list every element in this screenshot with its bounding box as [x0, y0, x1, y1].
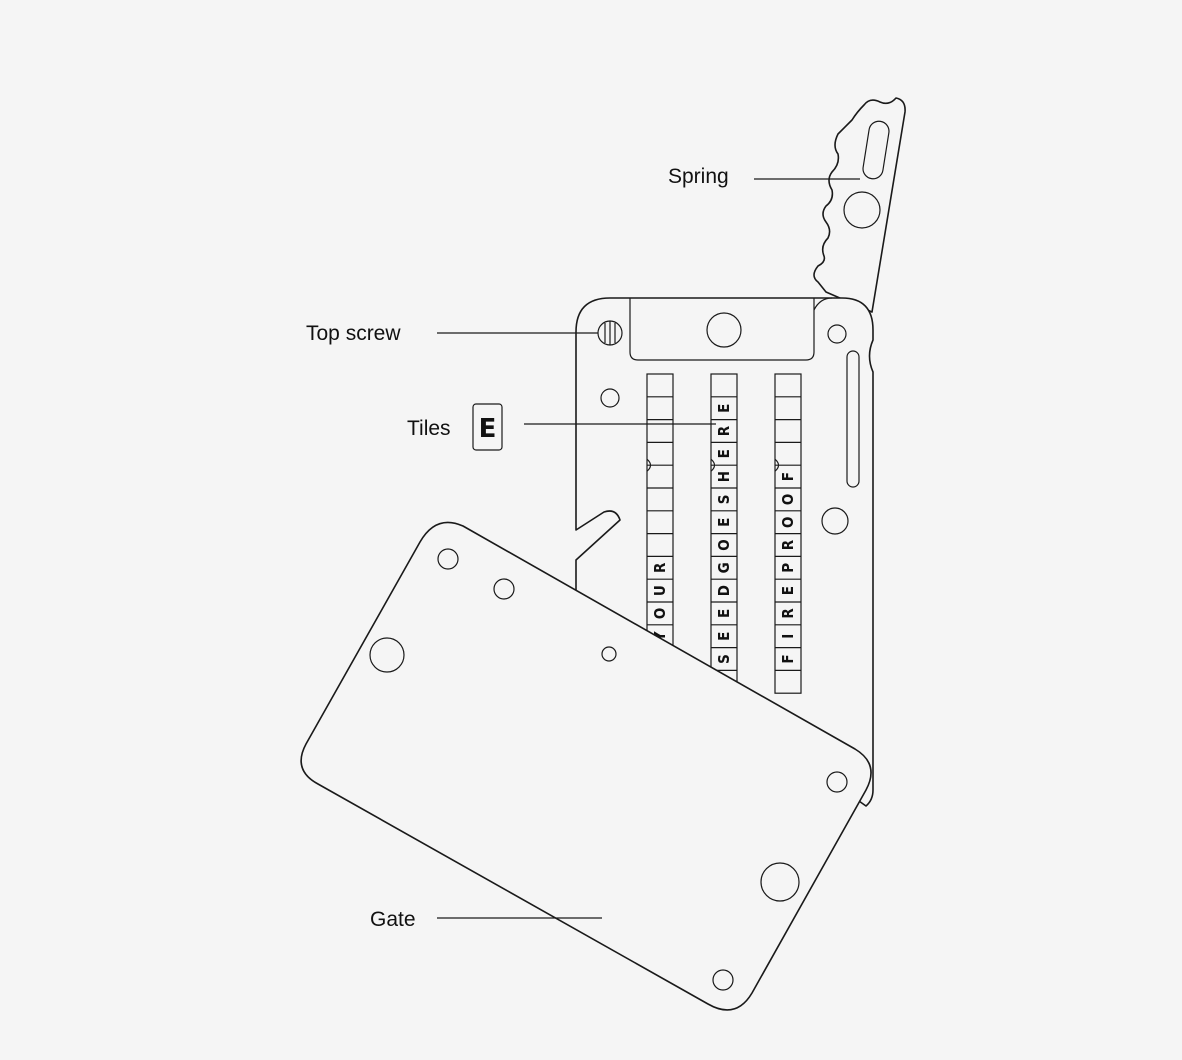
tile-column-notch	[646, 458, 652, 472]
label-spring: Spring	[668, 165, 729, 188]
tile-letter: O	[715, 539, 733, 550]
tile-letter: E	[715, 404, 733, 413]
tile-letter: F	[779, 654, 797, 663]
gate-hole-7	[712, 969, 734, 991]
tile-letter: O	[651, 608, 669, 619]
callout-gate: Gate	[370, 908, 602, 931]
tile-letter: R	[779, 539, 797, 550]
tile-column-notch	[774, 458, 780, 472]
plate-side-slot	[846, 350, 860, 488]
tile-letter: S	[715, 654, 733, 664]
tile-sample-icon	[472, 403, 503, 451]
tile-letter: D	[715, 585, 733, 596]
top-block	[629, 298, 815, 361]
tile-letter: E	[779, 586, 797, 595]
gate-hole-4	[601, 646, 617, 662]
tile-letter: R	[715, 425, 733, 436]
tile-letter: E	[715, 449, 733, 458]
tile-letter: P	[779, 563, 797, 573]
tile-letter: R	[651, 562, 669, 573]
plate-hole-mid-right	[821, 507, 849, 535]
tile-letter: E	[715, 632, 733, 641]
label-gate: Gate	[370, 908, 416, 931]
gate-hole-3	[369, 637, 405, 673]
gate-hole-2	[493, 578, 515, 600]
tile-letter: O	[779, 516, 797, 527]
tile-letter: H	[715, 471, 733, 482]
tile-letter: E	[715, 609, 733, 618]
tile-letter: O	[779, 494, 797, 505]
tile-letter: E	[715, 518, 733, 527]
callout-top-screw: Top screw	[306, 322, 598, 345]
gate-part	[300, 521, 872, 1011]
tile-letter: F	[779, 472, 797, 481]
gate-outline	[300, 521, 872, 1011]
spring-slot	[862, 120, 890, 180]
base-plate-outline	[575, 297, 874, 807]
top-block-hole	[706, 312, 742, 348]
tile-letter: U	[651, 585, 669, 596]
tile-letter: Y	[651, 631, 669, 642]
spring-hole	[843, 191, 881, 229]
plate-hole-top-right	[827, 324, 847, 344]
tile-column-notch	[710, 458, 716, 472]
callout-tiles: Tiles E	[407, 403, 716, 451]
tile-letter: R	[779, 608, 797, 619]
gate-hole-1	[437, 548, 459, 570]
spring-seat	[813, 297, 833, 311]
tile-letter: S	[715, 495, 733, 505]
spring-part	[813, 97, 906, 313]
tile-sample-letter: E	[479, 414, 497, 444]
plate-hole-left	[600, 388, 620, 408]
spring-outline	[813, 97, 906, 313]
label-top-screw: Top screw	[306, 322, 401, 345]
gate-hole-5	[826, 771, 848, 793]
tile-letter: I	[779, 634, 797, 639]
callout-spring: Spring	[668, 165, 860, 188]
gate-hole-6	[760, 862, 800, 902]
label-tiles: Tiles	[407, 417, 451, 440]
tile-letter: G	[715, 562, 733, 573]
